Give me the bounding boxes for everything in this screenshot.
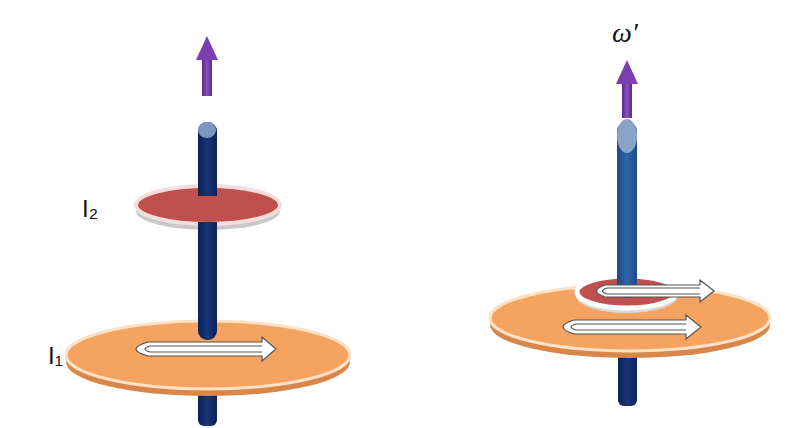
shaft xyxy=(198,222,217,242)
omega-prime-arrow xyxy=(616,60,638,118)
symbol-label: ω′ xyxy=(612,18,638,49)
shaft-cap xyxy=(198,122,216,138)
shaft xyxy=(198,170,217,196)
rotation-arrow xyxy=(563,315,701,339)
shaft-cap xyxy=(617,119,637,153)
part-label: I₂ xyxy=(82,196,98,222)
shaft xyxy=(198,122,217,340)
part-label: I₁ xyxy=(48,343,63,369)
rotation-arrow xyxy=(136,337,276,361)
rotation-arrow xyxy=(597,280,715,302)
omega-arrow xyxy=(196,36,218,96)
